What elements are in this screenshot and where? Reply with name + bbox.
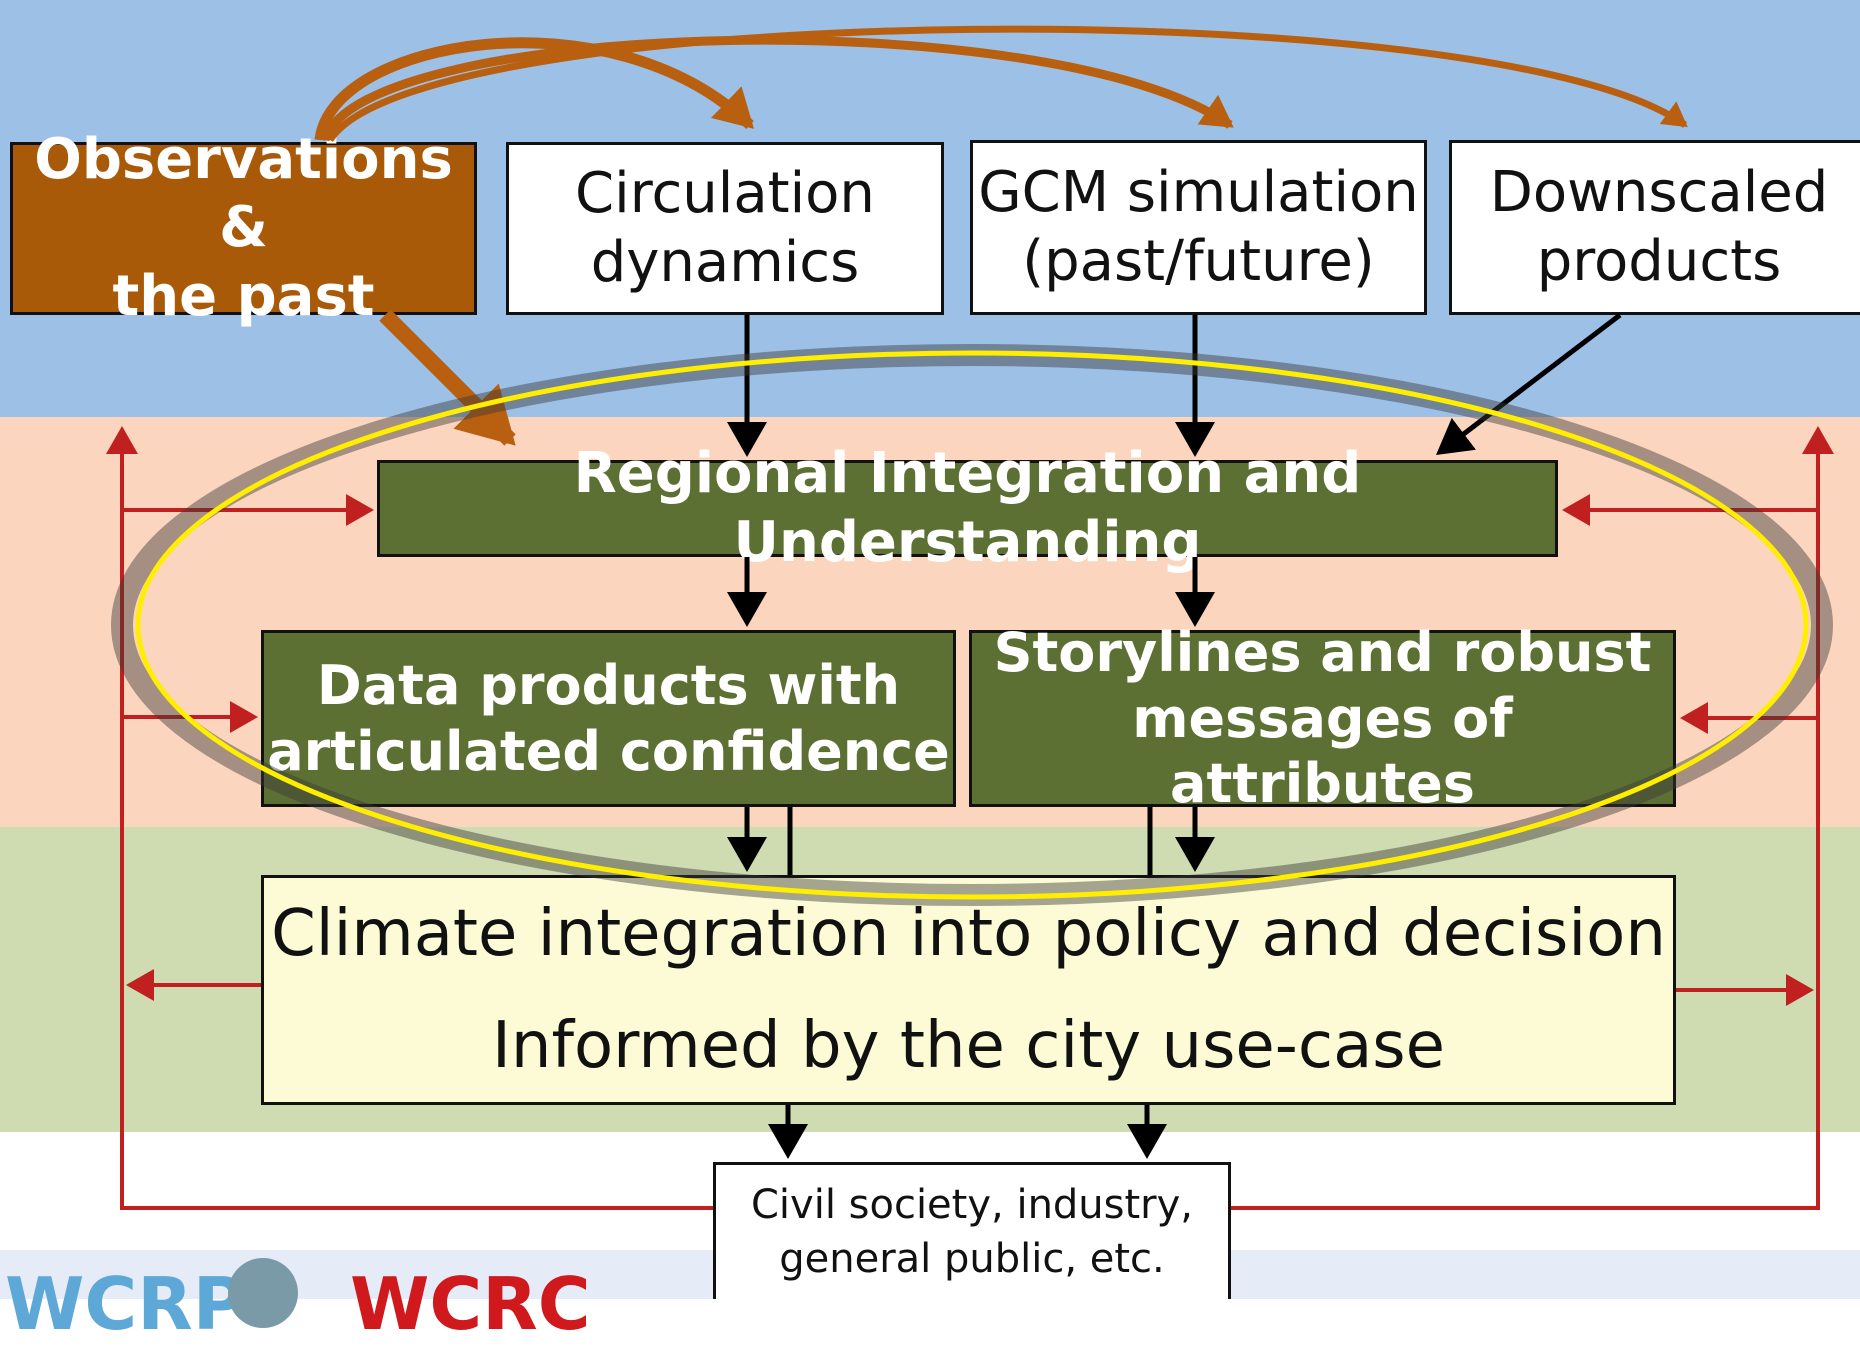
observations-box: Observations &the past xyxy=(10,127,477,329)
circulation-line-1: Circulation xyxy=(575,161,875,227)
feedback-left-loop xyxy=(106,426,713,1210)
arc-to-circulation xyxy=(314,37,754,141)
observations-line-2: the past xyxy=(112,263,375,329)
observations-line-1: Observations & xyxy=(34,127,453,261)
downscaled-line-2: products xyxy=(1536,228,1782,294)
feedback-right-loop xyxy=(1231,426,1834,1210)
civil-line-1: Civil society, industry, xyxy=(750,1182,1194,1228)
arc-to-downscaled xyxy=(327,25,1688,142)
gcm-line-1: GCM simulation xyxy=(978,160,1419,226)
climate-line-2: Informed by the city use-case xyxy=(492,1008,1445,1083)
downscaled-line-1: Downscaled xyxy=(1489,160,1829,226)
climate-line-1: Climate integration into policy and deci… xyxy=(271,896,1666,971)
arrow-downscaled-to-regional xyxy=(1436,313,1622,456)
highlight-ellipse xyxy=(135,350,1809,900)
storylines-line-1: Storylines and robust xyxy=(993,620,1652,684)
wcrp-logo: WCRP xyxy=(5,1262,246,1346)
civil-line-2: general public, etc. xyxy=(779,1236,1165,1282)
arrow-obs-to-regional xyxy=(379,309,516,446)
gcm-line-2: (past/future) xyxy=(1022,228,1375,294)
connector-overlay xyxy=(106,25,1834,1210)
storylines-line-2: messages of attributes xyxy=(1132,686,1513,816)
civil-society-box: Civil society, industry, general public, … xyxy=(713,1162,1231,1299)
regional-integration-box: Regional Integration and Understanding xyxy=(377,441,1558,575)
globe-logo-icon xyxy=(228,1258,298,1328)
circulation-line-2: dynamics xyxy=(590,229,860,295)
arc-to-gcm xyxy=(320,35,1234,142)
data-products-line-2: articulated confidence xyxy=(267,719,950,783)
data-products-line-1: Data products with xyxy=(316,653,901,717)
wcrc-logo: WCRC xyxy=(350,1262,591,1346)
gcm-box: GCM simulation(past/future) xyxy=(970,140,1427,315)
climate-integration-box: Climate integration into policy and deci… xyxy=(261,875,1676,1105)
regional-label: Regional Integration and Understanding xyxy=(573,441,1362,575)
